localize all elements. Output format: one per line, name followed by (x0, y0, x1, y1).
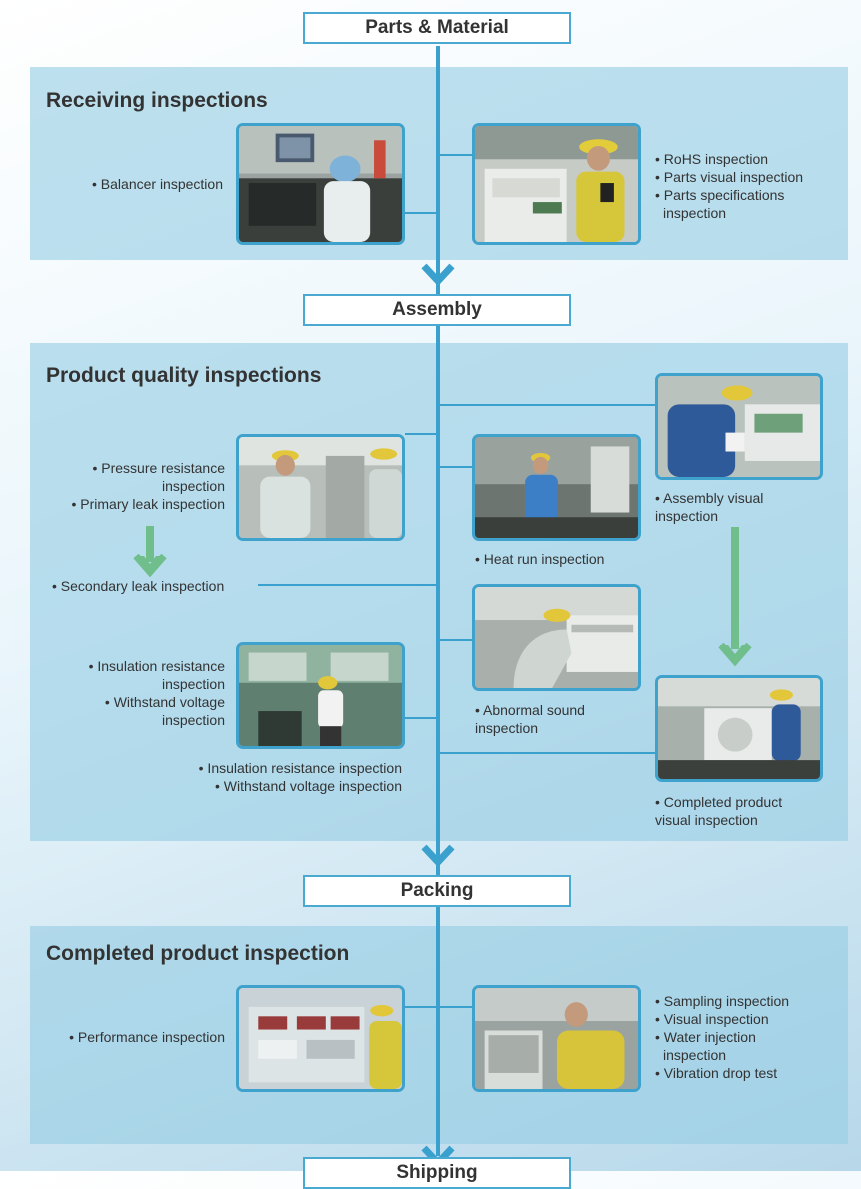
rohs-item-2: • Parts visual inspection (655, 169, 804, 185)
stage-shipping: Shipping (303, 1157, 571, 1189)
abnormal-sound-photo (472, 584, 641, 691)
pressure-item-1: • Pressure resistance (92, 460, 225, 476)
performance-photo (236, 985, 405, 1092)
rohs-item-1: • RoHS inspection (655, 151, 769, 167)
product-quality-title: Product quality inspections (46, 364, 322, 387)
connector (405, 717, 437, 719)
assembly-visual-2: inspection (655, 508, 719, 524)
connector (405, 433, 437, 435)
heat-run-photo (472, 434, 641, 541)
green-arrow-shaft (146, 526, 154, 562)
receiving-title: Receiving inspections (46, 89, 268, 112)
connector (440, 1006, 473, 1008)
connector (258, 584, 438, 586)
sampling-item-1: • Sampling inspection (655, 993, 790, 1009)
insulation-left-1: • Insulation resistance (88, 658, 225, 674)
sampling-item-3: • Water injection (655, 1029, 756, 1045)
stage-assembly: Assembly (303, 294, 571, 326)
connector (440, 639, 473, 641)
pressure-item-3: • Primary leak inspection (71, 496, 225, 512)
balancer-photo (236, 123, 405, 245)
green-arrows (136, 526, 750, 663)
insulation-bottom-1: • Insulation resistance inspection (198, 760, 402, 776)
heat-run-label: • Heat run inspection (475, 551, 605, 567)
connector (440, 466, 473, 468)
abnormal-sound-2: inspection (475, 720, 539, 736)
stage-parts-material: Parts & Material (303, 12, 571, 44)
arrow-down-icon (421, 263, 455, 287)
rohs-photo (472, 123, 641, 245)
rohs-item-3: • Parts specifications (655, 187, 785, 203)
green-arrow-shaft (731, 527, 739, 649)
rohs-item-4: inspection (663, 205, 727, 221)
connector (405, 212, 437, 214)
arrow-down-icon (421, 844, 455, 868)
sampling-item-2: • Visual inspection (655, 1011, 769, 1027)
sampling-photo (472, 985, 641, 1092)
abnormal-sound-1: • Abnormal sound (475, 702, 585, 718)
insulation-left-2: inspection (161, 676, 225, 692)
insulation-bottom-2: • Withstand voltage inspection (214, 778, 402, 794)
pressure-item-2: inspection (161, 478, 225, 494)
performance-label: • Performance inspection (69, 1029, 225, 1045)
connector (440, 154, 473, 156)
main-flow-line (436, 46, 440, 1156)
pressure-photo (236, 434, 405, 541)
insulation-left-3: • Withstand voltage (104, 694, 225, 710)
sampling-item-4: inspection (663, 1047, 727, 1063)
completed-visual-1: • Completed product (655, 794, 783, 810)
balancer-label: • Balancer inspection (92, 176, 223, 192)
insulation-left-4: inspection (161, 712, 225, 728)
insulation-photo (236, 642, 405, 749)
stage-packing: Packing (303, 875, 571, 907)
secondary-leak-label: • Secondary leak inspection (52, 578, 225, 594)
completed-title: Completed product inspection (46, 942, 350, 965)
completed-visual-2: visual inspection (655, 812, 758, 828)
assembly-visual-1: • Assembly visual (655, 490, 764, 506)
connector (440, 752, 655, 754)
connector (440, 404, 655, 406)
sampling-item-5: • Vibration drop test (655, 1065, 778, 1081)
assembly-visual-photo (655, 373, 823, 480)
completed-visual-photo (655, 675, 823, 782)
connector (405, 1006, 437, 1008)
